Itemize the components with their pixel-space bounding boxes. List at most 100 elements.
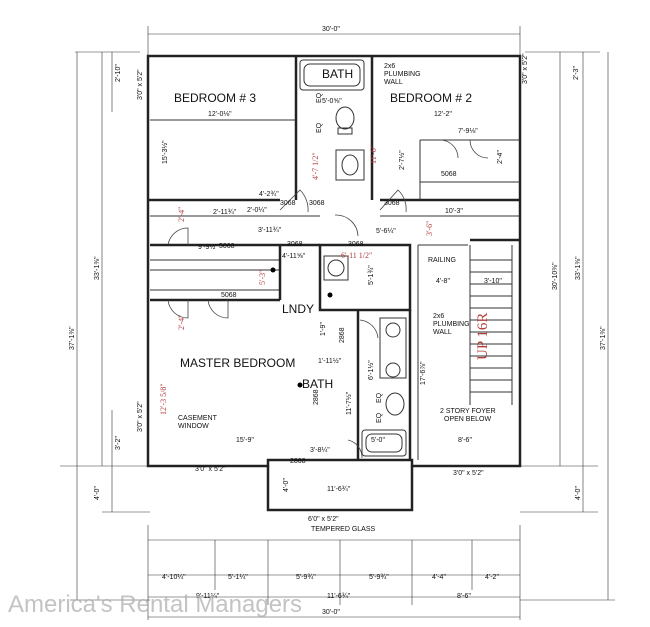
note-foyer-1: 2 STORY FOYER (440, 408, 496, 415)
dim-6-11: 6'-11 1/2" (341, 251, 372, 260)
note-plumbing-top-2: PLUMBING (384, 71, 421, 78)
note-railing: RAILING (428, 257, 456, 264)
dim-3-6: 3'-6" (425, 221, 434, 236)
dim-bottom-1: 4'-10¼" (162, 574, 186, 581)
dim-right-overall: 37'-1⅜" (600, 326, 607, 350)
dim-2-11: 2'-11¾" (213, 209, 237, 216)
note-plumbing-top-1: 2x6 (384, 63, 395, 70)
watermark: America's Rental Managers (8, 591, 302, 618)
dim-right-top: 2'-3" (573, 66, 580, 80)
dim-3-11: 3'-11¾" (258, 227, 282, 234)
walls (146, 54, 522, 512)
fixtures (270, 59, 407, 457)
dim-11-6: 11'-6" (369, 145, 378, 164)
note-plumbing-mid-2: PLUMBING (433, 321, 470, 328)
dim-2-4-red: 2'-4" (177, 207, 186, 222)
note-eq-1: EQ (316, 92, 323, 103)
dimension-lines (60, 26, 615, 620)
code-5068-a: 5068 (441, 171, 457, 178)
dim-3-10: 3'-10" (484, 278, 502, 285)
win-left-mid: 3'0" x 5'2" (137, 401, 144, 432)
dim-2-0: 2'-0¼" (247, 207, 267, 214)
dim-right-mid: 30'-10⅜" (552, 262, 559, 290)
dim-6-1: 6'-1½" (367, 360, 375, 380)
dim-bed2-width: 12'-2" (434, 111, 452, 118)
dim-bed3-height: 15'-3½" (161, 140, 169, 164)
code-5068-b: 5068 (219, 243, 235, 250)
dim-4-2: 4'-2¾" (259, 191, 279, 198)
code-3068-b: 3068 (384, 200, 400, 207)
room-label-bath-master: BATH (302, 377, 333, 391)
dim-9-9: 9'-9½" (198, 243, 218, 251)
dim-4-0-low: 4'-0" (283, 478, 290, 492)
note-eq-2: EQ (316, 122, 323, 133)
dim-4-8: 4'-8" (436, 278, 450, 285)
note-plumbing-mid-1: 2x6 (433, 313, 444, 320)
win-bottom-right: 3'0" x 5'2" (453, 470, 484, 477)
room-label-laundry: LNDY (282, 302, 314, 316)
door-swings (167, 139, 489, 459)
dim-left-bottom: 4'-0" (94, 486, 101, 500)
door-window-codes: 3068 3068 3068 3068 3068 2868 2868 2868 … (137, 53, 529, 523)
note-casement-1: CASEMENT (178, 415, 218, 422)
dim-left-inner: 33'-1⅜" (94, 256, 101, 280)
note-stairs-up: UP 16R (475, 313, 491, 360)
room-label-bedroom-2: BEDROOM # 2 (390, 91, 472, 105)
code-3068-d: 3068 (348, 241, 364, 248)
note-plumbing-top-3: WALL (384, 79, 403, 86)
room-label-bath-top: BATH (322, 67, 353, 81)
dim-left-top: 2'-10" (115, 64, 122, 82)
dim-right-inner: 33'-1⅜" (575, 256, 582, 280)
dim-bath-width: 5'-0⅝" (322, 98, 342, 105)
dim-bottom-5: 4'-4" (432, 574, 446, 581)
code-2868-b: 2868 (290, 458, 306, 465)
code-3068-a: 3068 (280, 200, 296, 207)
room-label-master-bedroom: MASTER BEDROOM (180, 356, 295, 370)
dim-bottom-6: 4'-2" (485, 574, 499, 581)
dim-bottom-8: 11'-6¾" (327, 593, 351, 600)
win-left-top: 3'0" x 5'2" (137, 69, 144, 100)
dim-bottom-overall: 30'-0" (322, 609, 340, 616)
dim-10-3: 10'-3" (445, 208, 463, 215)
dim-11-7: 11'-7½" (345, 391, 353, 415)
dim-2-7: 2'-7½" (398, 150, 406, 170)
dim-bottom-4: 5'-9¾" (369, 574, 389, 581)
room-label-bedroom-3: BEDROOM # 3 (174, 91, 256, 105)
note-tempered-glass: TEMPERED GLASS (311, 526, 376, 533)
note-casement-2: WINDOW (178, 423, 209, 430)
dim-4-7: 4'-7 1/2" (311, 152, 320, 180)
note-eq-3: EQ (376, 392, 383, 403)
code-5068-c: 5068 (221, 292, 237, 299)
win-bottom-left: 3'0" x 5'2" (195, 466, 226, 473)
dimension-labels: 30'-0" 30'-0" 37'-1⅜" 33'-1⅜" 37'-1⅜" 33… (69, 26, 607, 616)
dim-1-11: 1'-11½" (318, 357, 342, 365)
dim-5-6: 5'-6¼" (376, 228, 396, 235)
dim-bed3-width: 12'-0⅛" (208, 111, 232, 118)
dim-right-bottom: 4'-0" (575, 486, 582, 500)
dim-top-overall: 30'-0" (322, 26, 340, 33)
dim-8-6: 8'-6" (458, 437, 472, 444)
dim-bottom-7: 9'-11¼" (196, 593, 220, 600)
dim-12-3: 12'-3 5/8" (159, 383, 168, 415)
dim-11-6b: 11'-6¾" (327, 486, 351, 493)
dim-bottom-3: 5'-9¾" (296, 574, 316, 581)
dim-bottom-9: 8'-6" (457, 593, 471, 600)
code-2868-a: 2868 (339, 327, 346, 343)
dim-2-4-red2: 2'-4" (177, 315, 186, 330)
dim-1-9: 1'-9" (320, 322, 327, 336)
code-3068-c: 3068 (287, 241, 303, 248)
note-plumbing-mid-3: WALL (433, 329, 452, 336)
dim-5-0: 5'-0" (371, 437, 385, 444)
win-bottom-center: 6'0" x 5'2" (308, 516, 339, 523)
dim-bottom-2: 5'-1¼" (228, 574, 248, 581)
dim-7-9: 7'-9⅛" (458, 128, 478, 135)
dim-left-overall: 37'-1⅜" (69, 326, 76, 350)
win-right-top: 3'0" x 5'2" (522, 53, 529, 84)
note-foyer-2: OPEN BELOW (444, 416, 491, 423)
dim-2-4a: 2'-4" (497, 150, 504, 164)
note-eq-4: EQ (376, 412, 383, 423)
dim-3-8: 3'-8¼" (310, 447, 330, 454)
dim-15-9: 15'-9" (236, 437, 254, 444)
dim-5-3: 5'-3" (258, 270, 267, 285)
